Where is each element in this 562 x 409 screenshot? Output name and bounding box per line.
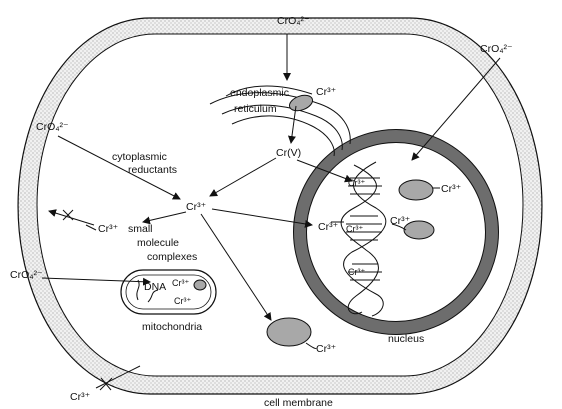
label-small: small [128, 223, 153, 235]
label-cr3-nuc-right2: Cr³⁺ [390, 215, 411, 227]
label-mitochondria: mitochondria [142, 321, 202, 333]
label-cr3-center: Cr³⁺ [186, 201, 207, 213]
label-complexes: complexes [147, 251, 197, 263]
label-cr3-mito-b: Cr³⁺ [174, 296, 191, 306]
label-cr3-er: Cr³⁺ [316, 86, 337, 98]
label-cr3-mito-a: Cr³⁺ [172, 278, 189, 288]
label-molecule: molecule [137, 237, 179, 249]
label-cr3-nuc-right1: Cr³⁺ [441, 183, 462, 195]
label-cr3-dna-bot: Cr³⁺ [348, 267, 365, 277]
label-cr3-outside: Cr³⁺ [70, 391, 91, 403]
label-reticulum: reticulum [234, 103, 277, 115]
label-dna: DNA [144, 281, 166, 293]
label-endoplasmic: endoplasmic [230, 87, 289, 99]
label-cr3-dna-top: Cr³⁺ [348, 178, 365, 188]
cytoplasmic-vesicle [267, 318, 311, 346]
label-cr3-small: Cr³⁺ [98, 223, 119, 235]
mitochondrion [121, 270, 216, 314]
label-cr3-vesicle: Cr³⁺ [316, 343, 337, 355]
label-nucleus: nucleus [388, 333, 424, 345]
nuclear-vesicle-upper [399, 180, 433, 200]
label-cro4-mito: CrO₄²⁻ [10, 269, 43, 281]
label-cr3-nuc-left: Cr³⁺ [318, 221, 339, 233]
label-cro4-left: CrO₄²⁻ [36, 121, 69, 133]
label-crv: Cr(V) [276, 147, 301, 159]
label-cr3-dna-mid: Cr³⁺ [346, 224, 363, 234]
label-reductants: reductants [128, 164, 177, 176]
label-cell-membrane: cell membrane [264, 397, 333, 409]
label-cytoplasmic: cytoplasmic [112, 151, 167, 163]
label-cro4-top: CrO₄²⁻ [277, 15, 310, 27]
label-cro4-right: CrO₄²⁻ [480, 43, 513, 55]
